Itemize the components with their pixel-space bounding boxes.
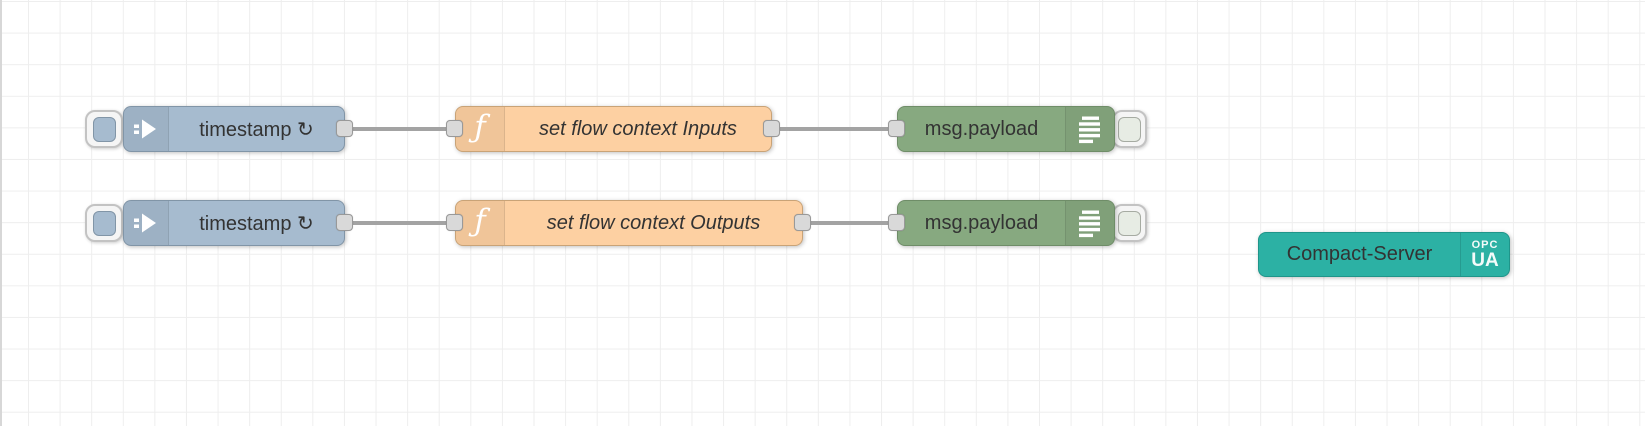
inject-trigger-button-inner — [92, 210, 116, 236]
inject-node-timestamp-1[interactable]: timestamp ↻ — [123, 106, 345, 152]
output-port[interactable] — [763, 120, 780, 137]
output-port[interactable] — [336, 214, 353, 231]
input-port[interactable] — [888, 214, 905, 231]
inject-trigger-button[interactable] — [85, 204, 123, 242]
function-node-set-flow-context-inputs[interactable]: ƒ set flow context Inputs — [455, 106, 772, 152]
function-f-icon: ƒ — [456, 107, 505, 151]
inject-node-timestamp-2[interactable]: timestamp ↻ — [123, 200, 345, 246]
output-port[interactable] — [336, 120, 353, 137]
debug-list-icon — [1065, 107, 1114, 151]
debug-node-msg-payload-1[interactable]: msg.payload — [897, 106, 1115, 152]
debug-node-msg-payload-2[interactable]: msg.payload — [897, 200, 1115, 246]
input-port[interactable] — [446, 120, 463, 137]
opcua-badge-icon: OPC UA — [1460, 233, 1509, 276]
node-label: set flow context Outputs — [546, 211, 761, 234]
inject-trigger-button-inner — [92, 116, 116, 142]
opcua-compact-server-node[interactable]: Compact-Server OPC UA — [1258, 232, 1510, 277]
debug-toggle-button-inner — [1118, 210, 1141, 236]
wire-inject1-function1[interactable] — [345, 127, 455, 131]
node-label: msg.payload — [924, 211, 1039, 234]
wire-function2-debug2[interactable] — [803, 221, 897, 225]
node-label: msg.payload — [924, 117, 1039, 140]
node-label: set flow context Inputs — [539, 117, 737, 140]
wire-inject2-function2[interactable] — [345, 221, 455, 225]
function-f-icon: ƒ — [456, 201, 505, 245]
debug-list-icon — [1065, 201, 1114, 245]
wire-function1-debug1[interactable] — [772, 127, 897, 131]
node-label: timestamp ↻ — [199, 118, 314, 141]
inject-arrow-icon — [124, 201, 169, 245]
debug-toggle-button[interactable] — [1112, 204, 1147, 242]
input-port[interactable] — [888, 120, 905, 137]
node-label: Compact-Server — [1286, 243, 1433, 265]
function-node-set-flow-context-outputs[interactable]: ƒ set flow context Outputs — [455, 200, 803, 246]
inject-trigger-button[interactable] — [85, 110, 123, 148]
input-port[interactable] — [446, 214, 463, 231]
inject-arrow-icon — [124, 107, 169, 151]
output-port[interactable] — [794, 214, 811, 231]
debug-toggle-button[interactable] — [1112, 110, 1147, 148]
node-label: timestamp ↻ — [199, 212, 314, 235]
canvas-left-edge — [0, 0, 2, 426]
debug-toggle-button-inner — [1118, 116, 1141, 142]
